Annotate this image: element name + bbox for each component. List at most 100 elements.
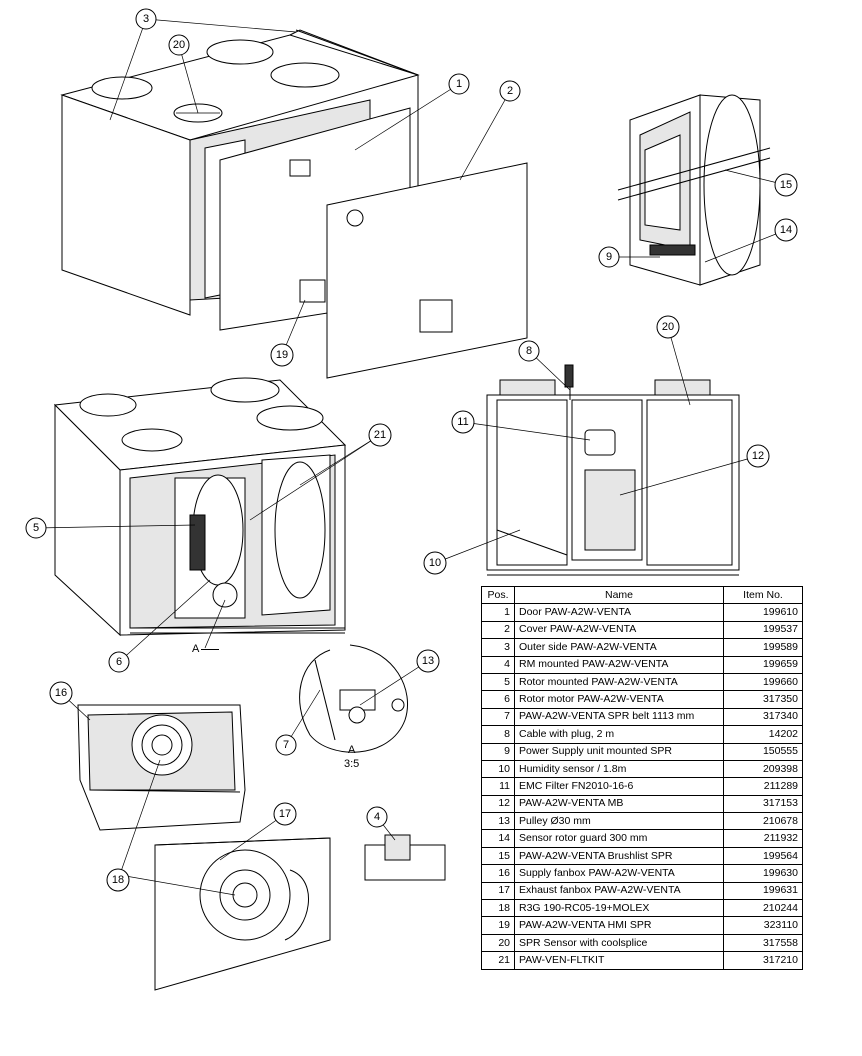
row-name-cell: SPR Sensor with coolsplice bbox=[514, 933, 724, 953]
row-item-cell: 199610 bbox=[723, 603, 803, 622]
rm-mounted-part bbox=[364, 834, 446, 881]
svg-text:17: 17 bbox=[279, 808, 291, 820]
row-pos-cell: 18 bbox=[481, 899, 515, 918]
table-header-row: Pos. Name Item No. bbox=[481, 585, 803, 605]
row-name-cell: Sensor rotor guard 300 mm bbox=[514, 829, 724, 848]
row-item-cell: 199564 bbox=[723, 846, 803, 866]
rotor-assembly-view bbox=[617, 94, 771, 286]
svg-text:21: 21 bbox=[374, 429, 386, 441]
row-name-cell: PAW-A2W-VENTA HMI SPR bbox=[514, 916, 724, 935]
callout-9: 9 bbox=[598, 246, 620, 268]
supply-fanbox-view bbox=[77, 704, 246, 831]
unit-open-view bbox=[53, 377, 347, 637]
row-name-cell: Exhaust fanbox PAW-A2W-VENTA bbox=[514, 881, 724, 901]
svg-text:2: 2 bbox=[507, 85, 513, 97]
detail-a-view-label: A bbox=[348, 744, 356, 756]
row-pos-cell: 4 bbox=[481, 655, 515, 674]
row-pos-cell: 8 bbox=[481, 725, 515, 744]
row-item-cell: 199537 bbox=[723, 620, 803, 640]
callout-20-right: 20 bbox=[656, 315, 680, 339]
callout-11: 11 bbox=[451, 410, 475, 434]
row-name-cell: Rotor motor PAW-A2W-VENTA bbox=[514, 690, 724, 709]
callout-2: 2 bbox=[499, 80, 521, 102]
row-item-cell: 323110 bbox=[723, 916, 803, 935]
row-name-cell: R3G 190-RC05-19+MOLEX bbox=[514, 899, 724, 918]
row-name-cell: Cable with plug, 2 m bbox=[514, 725, 724, 744]
svg-text:11: 11 bbox=[457, 416, 468, 428]
row-name-cell: Power Supply unit mounted SPR bbox=[514, 742, 724, 761]
callout-12: 12 bbox=[746, 444, 770, 468]
row-item-cell: 209398 bbox=[723, 759, 803, 779]
row-item-cell: 210678 bbox=[723, 812, 803, 831]
svg-text:4: 4 bbox=[374, 811, 380, 823]
callout-19: 19 bbox=[270, 343, 294, 367]
row-pos-cell: 21 bbox=[481, 951, 515, 970]
row-name-cell: RM mounted PAW-A2W-VENTA bbox=[514, 655, 724, 674]
svg-text:19: 19 bbox=[276, 349, 288, 361]
svg-text:10: 10 bbox=[429, 557, 441, 569]
row-item-cell: 14202 bbox=[723, 725, 803, 744]
row-item-cell: 317350 bbox=[723, 690, 803, 709]
row-item-cell: 210244 bbox=[723, 899, 803, 918]
row-pos-cell: 14 bbox=[481, 829, 515, 848]
row-pos-cell: 7 bbox=[481, 707, 515, 727]
row-item-cell: 211932 bbox=[723, 829, 803, 848]
row-name-cell: EMC Filter FN2010-16-6 bbox=[514, 777, 724, 796]
detail-scale-label: 3:5 bbox=[344, 758, 360, 770]
detail-a-marker-line bbox=[201, 649, 219, 650]
row-name-cell: Rotor mounted PAW-A2W-VENTA bbox=[514, 672, 724, 692]
callout-6: 6 bbox=[108, 651, 130, 673]
row-item-cell: 317340 bbox=[723, 707, 803, 727]
unit-front-view bbox=[486, 364, 740, 576]
svg-text:1: 1 bbox=[456, 78, 462, 90]
row-name-cell: PAW-A2W-VENTA Brushlist SPR bbox=[514, 846, 724, 866]
row-name-cell: Outer side PAW-A2W-VENTA bbox=[514, 638, 724, 657]
svg-text:3: 3 bbox=[143, 13, 149, 25]
detail-a-marker: A bbox=[192, 643, 200, 655]
row-pos-cell: 11 bbox=[481, 777, 515, 796]
row-name-cell: PAW-A2W-VENTA SPR belt 1113 mm bbox=[514, 707, 724, 727]
header-name: Name bbox=[514, 585, 724, 605]
callout-20-top: 20 bbox=[168, 34, 190, 56]
svg-text:9: 9 bbox=[606, 251, 612, 263]
header-item-no: Item No. bbox=[723, 585, 803, 605]
callout-8: 8 bbox=[518, 340, 540, 362]
svg-text:20: 20 bbox=[173, 39, 185, 51]
svg-text:15: 15 bbox=[780, 179, 792, 191]
row-name-cell: Door PAW-A2W-VENTA bbox=[514, 603, 724, 622]
callout-10: 10 bbox=[423, 551, 447, 575]
callout-15: 15 bbox=[774, 173, 798, 197]
callout-1: 1 bbox=[448, 73, 470, 95]
svg-text:14: 14 bbox=[780, 224, 792, 236]
row-item-cell: 317558 bbox=[723, 933, 803, 953]
row-pos-cell: 9 bbox=[481, 742, 515, 761]
row-name-cell: Humidity sensor / 1.8m bbox=[514, 759, 724, 779]
row-pos-cell: 10 bbox=[481, 759, 515, 779]
callout-3: 3 bbox=[135, 8, 157, 30]
row-pos-cell: 17 bbox=[481, 881, 515, 901]
callout-4: 4 bbox=[366, 806, 388, 828]
svg-text:5: 5 bbox=[33, 522, 39, 534]
row-item-cell: 317210 bbox=[723, 951, 803, 970]
callout-18: 18 bbox=[106, 868, 130, 892]
row-name-cell: Supply fanbox PAW-A2W-VENTA bbox=[514, 864, 724, 883]
row-item-cell: 211289 bbox=[723, 777, 803, 796]
row-pos-cell: 20 bbox=[481, 933, 515, 953]
row-item-cell: 150555 bbox=[723, 742, 803, 761]
row-name-cell: Pulley Ø30 mm bbox=[514, 812, 724, 831]
